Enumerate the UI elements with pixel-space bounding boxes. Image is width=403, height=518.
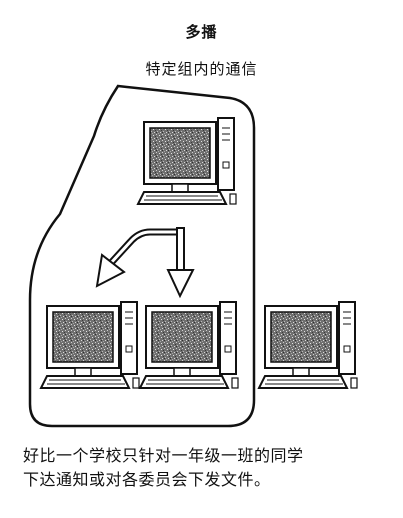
outside-group-computer — [258, 301, 358, 389]
arrowhead-left — [95, 253, 126, 288]
arrowhead-center — [166, 269, 195, 299]
caption-line-2: 下达通知或对各委员会下发文件。 — [23, 470, 271, 489]
sender-computer — [137, 117, 237, 205]
diagram-subtitle: 特定组内的通信 — [145, 60, 258, 78]
group-member-computer-2 — [139, 301, 239, 389]
multicast-arrows — [95, 227, 195, 299]
group-boundary — [28, 84, 256, 428]
caption: 好比一个学校只针对一年级一班的同学 下达通知或对各委员会下发文件。 — [23, 444, 395, 492]
caption-line-1: 好比一个学校只针对一年级一班的同学 — [23, 446, 304, 465]
group-member-computer-1 — [40, 301, 140, 389]
diagram-title: 多播 — [185, 23, 218, 41]
arrow-to-left-computer — [107, 228, 178, 267]
